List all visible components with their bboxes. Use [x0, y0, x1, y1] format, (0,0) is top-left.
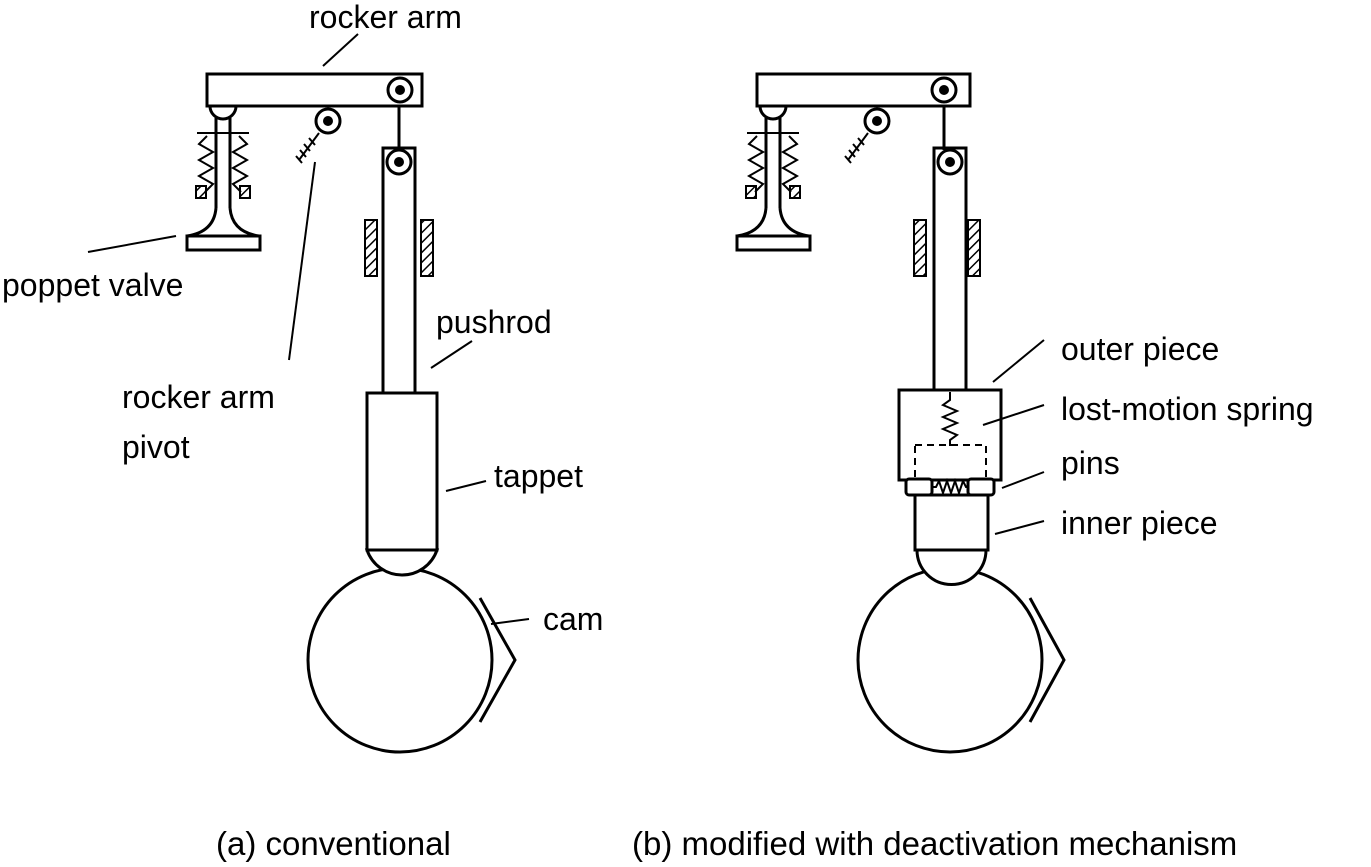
- pushrod-joint-a: [385, 148, 413, 176]
- caption-a: (a) conventional: [216, 825, 451, 862]
- pushrod-b: [932, 146, 968, 392]
- inner-cavity-b: [914, 444, 987, 481]
- tappet-a: [365, 391, 439, 552]
- label-rocker-arm-pivot-line1: rocker arm: [122, 379, 275, 415]
- pushrod-guide-right-b: [967, 219, 981, 277]
- diagram-b: outer piece lost-motion spring pins inne…: [632, 72, 1314, 862]
- inner-piece-dome-b: [915, 548, 988, 586]
- diagram-a: rocker arm poppet valve rocker arm pivot…: [2, 0, 603, 862]
- cam-b: [856, 566, 1066, 754]
- pins-b: [904, 477, 996, 497]
- rocker-joint-a: [386, 76, 414, 104]
- rocker-arm-a: [205, 72, 424, 108]
- label-tappet: tappet: [494, 458, 583, 494]
- label-rocker-arm-pivot-line2: pivot: [122, 429, 190, 465]
- label-pushrod: pushrod: [436, 304, 552, 340]
- pushrod-guide-right-a: [420, 219, 434, 277]
- pushrod-guide-left-b: [913, 219, 927, 277]
- rocker-pivot-a: [295, 107, 342, 164]
- label-rocker-arm: rocker arm: [309, 0, 462, 35]
- pushrod-a: [381, 146, 417, 395]
- tappet-dome-a: [364, 548, 440, 577]
- label-cam: cam: [543, 601, 603, 637]
- poppet-valve-a: [185, 104, 262, 252]
- rocker-pivot-b: [844, 107, 891, 164]
- label-outer-piece: outer piece: [1061, 331, 1219, 367]
- label-lost-motion-spring: lost-motion spring: [1061, 391, 1314, 427]
- cam-a: [306, 566, 517, 754]
- caption-b: (b) modified with deactivation mechanism: [632, 825, 1237, 862]
- pushrod-guide-left-a: [364, 219, 378, 277]
- label-pins: pins: [1061, 445, 1120, 481]
- outer-piece-b: [897, 388, 1003, 482]
- lost-motion-spring-b: [940, 392, 960, 446]
- label-inner-piece: inner piece: [1061, 505, 1218, 541]
- poppet-valve-b: [735, 104, 812, 252]
- label-poppet-valve: poppet valve: [2, 267, 183, 303]
- inner-piece-b: [913, 493, 990, 552]
- pushrod-joint-b: [936, 148, 964, 176]
- rocker-joint-b: [930, 76, 958, 104]
